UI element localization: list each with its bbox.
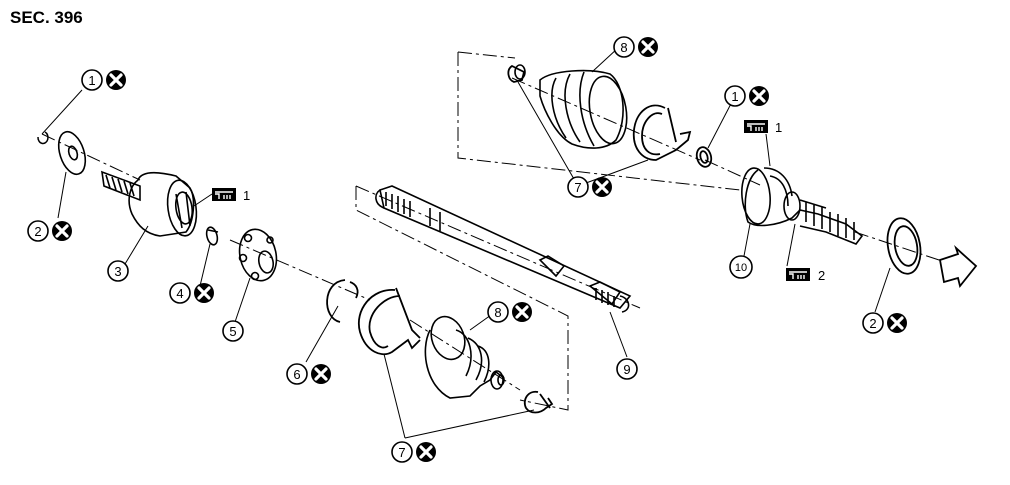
svg-text:7: 7 <box>574 180 581 195</box>
replace-mark-icon <box>510 300 534 324</box>
leader-lines <box>41 47 891 439</box>
svg-text:1: 1 <box>243 188 250 203</box>
callout-part-7-upper: 7 <box>567 175 614 199</box>
callout-part-2-right: 2 <box>862 311 909 335</box>
svg-text:5: 5 <box>229 324 236 339</box>
boot-upper <box>514 64 628 149</box>
callout-part-2: 2 <box>27 219 74 243</box>
replace-mark-icon <box>192 281 216 305</box>
replace-mark-icon <box>104 68 128 92</box>
grease-symbol-icon: 2 <box>785 267 825 283</box>
svg-text:3: 3 <box>114 264 121 279</box>
svg-text:8: 8 <box>620 40 627 55</box>
outboard-joint <box>741 167 864 245</box>
section-label: SEC. 396 <box>10 8 83 27</box>
svg-text:10: 10 <box>735 262 747 274</box>
circlip <box>205 226 219 246</box>
replace-mark-icon <box>636 35 660 59</box>
callout-part-7: 7 <box>391 440 438 464</box>
boot-band-small-upper <box>507 64 526 83</box>
dust-shield-washer-right <box>886 217 922 275</box>
direction-arrow-icon <box>938 245 978 288</box>
grease-symbol-icon: 1 <box>211 187 250 203</box>
boot-band-small-lower <box>523 390 554 414</box>
snap-ring-1 <box>37 131 49 145</box>
snap-ring-1-right <box>695 146 713 168</box>
callout-part-4: 4 <box>169 281 216 305</box>
spider-assembly <box>238 228 278 282</box>
svg-text:2: 2 <box>818 268 825 283</box>
replace-mark-icon <box>885 311 909 335</box>
svg-text:7: 7 <box>398 445 405 460</box>
callout-part-9: 9 <box>616 358 638 380</box>
callout-part-5: 5 <box>222 320 244 342</box>
svg-text:2: 2 <box>869 316 876 331</box>
svg-text:1: 1 <box>775 120 782 135</box>
callout-part-8: 8 <box>487 300 534 324</box>
callout-part-6: 6 <box>286 362 333 386</box>
svg-text:1: 1 <box>88 73 95 88</box>
replace-mark-icon <box>590 175 614 199</box>
svg-text:6: 6 <box>293 367 300 382</box>
drive-shaft <box>375 185 632 313</box>
replace-mark-icon <box>309 362 333 386</box>
snap-ring-6 <box>326 279 359 323</box>
replace-mark-icon <box>414 440 438 464</box>
boot-lower <box>424 315 505 399</box>
replace-mark-icon <box>747 84 771 108</box>
callout-part-8-upper: 8 <box>613 35 660 59</box>
boot-band-lower <box>357 287 421 356</box>
svg-text:2: 2 <box>34 224 41 239</box>
svg-text:8: 8 <box>494 305 501 320</box>
replace-mark-icon <box>50 219 74 243</box>
boot-band-upper <box>632 104 692 161</box>
svg-text:4: 4 <box>176 286 183 301</box>
svg-text:1: 1 <box>731 89 738 104</box>
grease-symbol-icon: 1 <box>743 119 782 135</box>
callout-part-1: 1 <box>81 68 128 92</box>
inboard-joint-housing <box>101 170 198 237</box>
callout-part-1-right: 1 <box>724 84 771 108</box>
dust-shield-washer <box>57 130 87 176</box>
svg-text:9: 9 <box>623 362 630 377</box>
callout-part-10: 10 <box>729 255 753 279</box>
callout-part-3: 3 <box>107 260 129 282</box>
